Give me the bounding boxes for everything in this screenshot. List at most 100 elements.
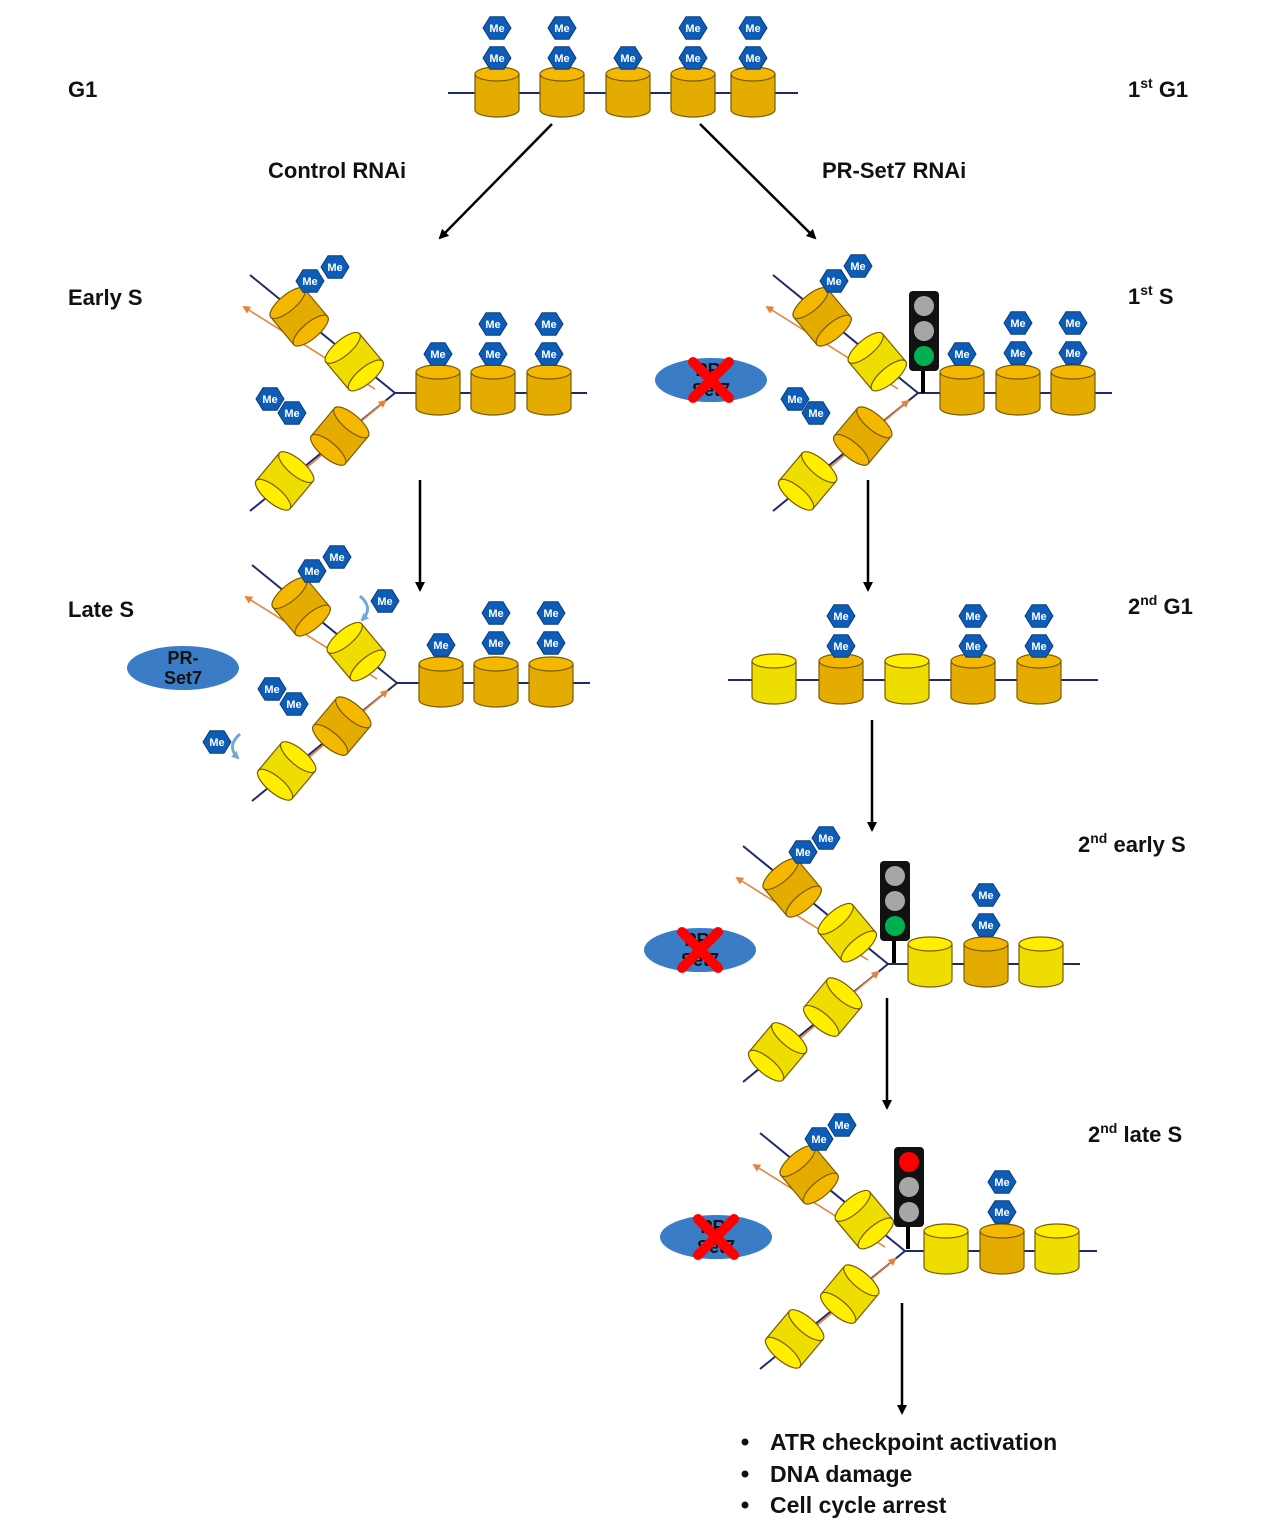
methyl-mark-icon: Me [482, 16, 512, 40]
label-control-rnai: Control RNAi [268, 158, 406, 183]
methyl-mark-icon: Me [987, 1200, 1017, 1224]
methyl-mark-icon: Me [1058, 311, 1088, 335]
new-nucleosome [254, 451, 315, 511]
methyl-label: Me [818, 833, 833, 845]
methyl-label: Me [554, 23, 569, 35]
new-nucleosome [847, 331, 908, 392]
methyl-label: Me [1065, 318, 1080, 330]
methyl-label: Me [833, 641, 848, 653]
methyl-mark-icon: Me [958, 634, 988, 658]
old-nucleosome [832, 406, 893, 466]
methyl-label: Me [1065, 348, 1080, 360]
new-nucleosome [834, 1189, 895, 1250]
old-nucleosome [950, 653, 996, 705]
methyl-mark-icon: Me [827, 1113, 857, 1137]
svg-text:Set7: Set7 [164, 668, 202, 688]
methyl-mark-icon: Me [678, 16, 708, 40]
label-first-g1: 1st G1 [1128, 75, 1188, 102]
methyl-mark-icon: Me [1024, 604, 1054, 628]
new-nucleosome [326, 621, 387, 682]
methyl-label: Me [488, 638, 503, 650]
methyl-label: Me [304, 566, 319, 578]
new-nucleosome [777, 451, 838, 511]
new-nucleosome [817, 902, 878, 963]
methyl-mark-icon: Me [322, 545, 352, 569]
label-late-s: Late S [68, 597, 134, 622]
methyl-label: Me [850, 261, 865, 273]
bullet-icon [741, 1438, 749, 1446]
methyl-label: Me [543, 608, 558, 620]
methyl-mark-icon: Me [320, 255, 350, 279]
methyl-label: Me [541, 349, 556, 361]
recycle-arrow-icon [230, 732, 242, 760]
new-nucleosome [884, 653, 930, 705]
methyl-mark-icon: Me [279, 692, 309, 716]
outcome-item: Cell cycle arrest [770, 1492, 947, 1518]
methyl-label: Me [994, 1207, 1009, 1219]
methyl-mark-icon: Me [1003, 311, 1033, 335]
methyl-mark-icon: Me [426, 633, 456, 657]
traffic-light-icon [880, 861, 910, 963]
methyl-label: Me [965, 611, 980, 623]
methyl-mark-icon: Me [819, 269, 849, 293]
arrow-to-prset7 [699, 123, 817, 240]
outcome-list: ATR checkpoint activation DNA damage Cel… [741, 1429, 1057, 1518]
methyl-mark-icon: Me [738, 16, 768, 40]
methyl-label: Me [264, 684, 279, 696]
methyl-label: Me [965, 641, 980, 653]
methyl-mark-icon: Me [811, 826, 841, 850]
methyl-label: Me [620, 53, 635, 65]
methyl-mark-icon: Me [1003, 341, 1033, 365]
inhibited-prset7: PR-Set7 [655, 357, 767, 403]
old-nucleosome [415, 364, 461, 416]
methyl-mark-icon: Me [971, 913, 1001, 937]
old-nucleosome [1050, 364, 1096, 416]
methyl-mark-icon: Me [536, 601, 566, 625]
replication-fork [244, 564, 398, 802]
methyl-label: Me [377, 596, 392, 608]
label-second-g1: 2nd G1 [1128, 592, 1193, 619]
new-nucleosome [751, 653, 797, 705]
methyl-label: Me [433, 640, 448, 652]
recycle-arrow-icon [358, 594, 370, 622]
old-nucleosome [474, 66, 520, 118]
new-nucleosome [764, 1309, 825, 1369]
methyl-label: Me [978, 890, 993, 902]
label-g1: G1 [68, 77, 97, 102]
replication-fork [735, 845, 889, 1083]
methyl-mark-icon: Me [297, 559, 327, 583]
methyl-label: Me [826, 276, 841, 288]
methyl-mark-icon: Me [536, 631, 566, 655]
old-nucleosome [271, 577, 331, 637]
old-nucleosome [526, 364, 572, 416]
methyl-label: Me [485, 319, 500, 331]
methyl-label: Me [329, 552, 344, 564]
methyl-label: Me [485, 349, 500, 361]
old-nucleosome [939, 364, 985, 416]
methyl-label: Me [327, 262, 342, 274]
methyl-mark-icon: Me [958, 604, 988, 628]
methyl-label: Me [745, 23, 760, 35]
new-nucleosome [907, 936, 953, 988]
inhibition-cross-icon [688, 357, 734, 403]
old-nucleosome [470, 364, 516, 416]
methyl-mark-icon: Me [255, 387, 285, 411]
methyl-label: Me [685, 23, 700, 35]
inhibited-prset7: PR-Set7 [644, 927, 756, 973]
methyl-mark-icon: Me [277, 401, 307, 425]
old-nucleosome [269, 287, 329, 347]
new-nucleosome [747, 1022, 808, 1082]
methyl-label: Me [834, 1120, 849, 1132]
old-nucleosome [670, 66, 716, 118]
old-nucleosome [762, 858, 822, 918]
methyl-label: Me [488, 608, 503, 620]
methyl-mark-icon: Me [1024, 634, 1054, 658]
methyl-label: Me [430, 349, 445, 361]
methyl-mark-icon: Me [478, 312, 508, 336]
label-early-s: Early S [68, 285, 143, 310]
methyl-label: Me [541, 319, 556, 331]
old-nucleosome [539, 66, 585, 118]
new-nucleosome [819, 1264, 880, 1324]
